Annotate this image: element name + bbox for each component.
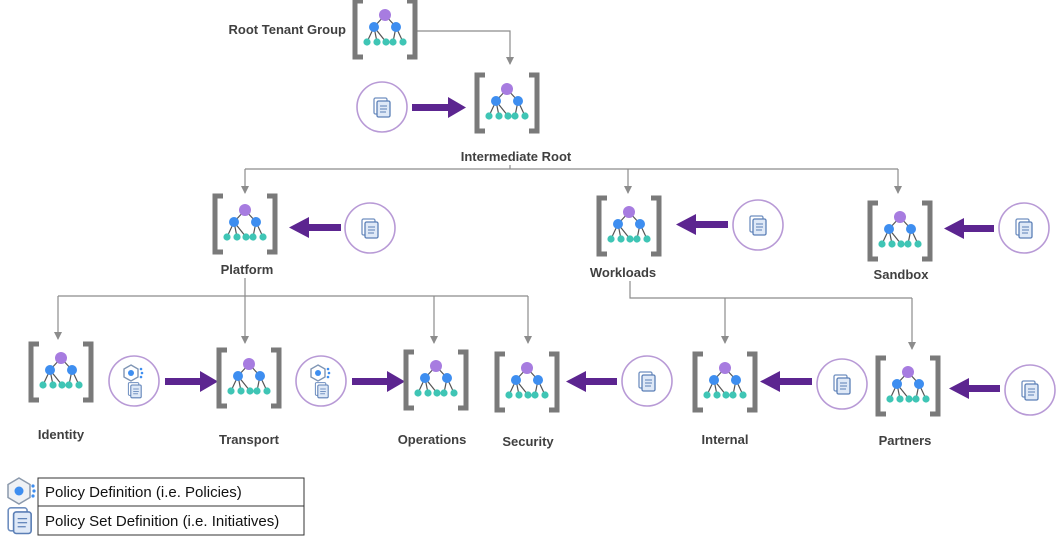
node-security[interactable]: Security: [497, 354, 557, 449]
node-label-transport: Transport: [219, 432, 280, 447]
management-group-icon: [497, 354, 557, 410]
management-group-icon: [219, 350, 279, 406]
policy-arrow-operations: [352, 371, 405, 392]
policy-set-definition-icon: [7, 507, 32, 535]
connector-workloads-bar: [629, 281, 912, 299]
node-workloads[interactable]: Workloads: [590, 198, 659, 280]
policy-set-definition-icon: [733, 200, 783, 250]
management-group-icon: [31, 344, 91, 400]
policy-arrows: [165, 97, 1000, 399]
policy-arrow-internal: [760, 371, 812, 392]
policy-set-definition-icon: [345, 203, 395, 253]
node-label-operations: Operations: [398, 432, 467, 447]
policy-set-definition-icon: [357, 82, 407, 132]
management-group-icon: [695, 354, 755, 410]
policy-definition-icon: [296, 356, 346, 406]
policy-arrow-security: [566, 371, 617, 392]
policy-arrow-workloads: [676, 214, 728, 235]
node-sandbox[interactable]: Sandbox: [870, 203, 930, 282]
node-label-intermediate-root: Intermediate Root: [461, 149, 572, 164]
policy-definition-icon: [109, 356, 159, 406]
policy-set-definition-icon: [999, 203, 1049, 253]
management-group-icon: [878, 358, 938, 414]
hierarchy-connectors: [54, 30, 916, 350]
connector-platform-bar: [58, 278, 528, 297]
legend-label-policy-set-definition: Policy Set Definition (i.e. Initiatives): [45, 513, 279, 530]
policy-set-definition-icon: [1005, 365, 1055, 415]
management-group-icon: [406, 352, 466, 408]
node-label-sandbox: Sandbox: [874, 267, 930, 282]
policy-arrow-transport: [165, 371, 218, 392]
node-operations[interactable]: Operations: [398, 352, 467, 447]
node-transport[interactable]: Transport: [219, 350, 280, 447]
management-group-icon: [870, 203, 930, 259]
management-group-icon: [599, 198, 659, 254]
policy-arrow-partners: [949, 378, 1000, 399]
node-label-workloads: Workloads: [590, 265, 656, 280]
management-group-icon: [477, 75, 537, 131]
node-label-internal: Internal: [702, 432, 749, 447]
node-label-security: Security: [502, 434, 554, 449]
node-label-partners: Partners: [879, 433, 932, 448]
policy-set-definition-icon: [622, 356, 672, 406]
node-identity[interactable]: Identity: [31, 344, 91, 442]
policy-arrow-intermediate: [412, 97, 466, 118]
legend-row-policy-definition: Policy Definition (i.e. Policies): [7, 477, 305, 507]
legend: Policy Definition (i.e. Policies) Policy…: [7, 477, 305, 536]
policy-set-definition-icon: [817, 359, 867, 409]
node-label-identity: Identity: [38, 427, 85, 442]
legend-label-policy-definition: Policy Definition (i.e. Policies): [45, 484, 242, 501]
node-label-platform: Platform: [221, 262, 274, 277]
connector-root-to-intermediate: [416, 30, 514, 65]
policy-arrow-platform: [289, 217, 341, 238]
connector-intermediate-bar: [245, 165, 898, 170]
node-label-root-tenant-group: Root Tenant Group: [229, 22, 347, 37]
node-intermediate-root[interactable]: Intermediate Root: [461, 75, 572, 164]
node-root-tenant-group[interactable]: Root Tenant Group: [229, 1, 415, 57]
policy-arrow-sandbox: [944, 218, 994, 239]
node-internal[interactable]: Internal: [695, 354, 755, 447]
node-partners[interactable]: Partners: [878, 358, 938, 448]
node-platform[interactable]: Platform: [215, 196, 275, 277]
legend-row-policy-set-definition: Policy Set Definition (i.e. Initiatives): [7, 505, 305, 536]
management-group-icon: [215, 196, 275, 252]
policy-definition-icon: [7, 477, 36, 505]
management-group-icon: [355, 1, 415, 57]
